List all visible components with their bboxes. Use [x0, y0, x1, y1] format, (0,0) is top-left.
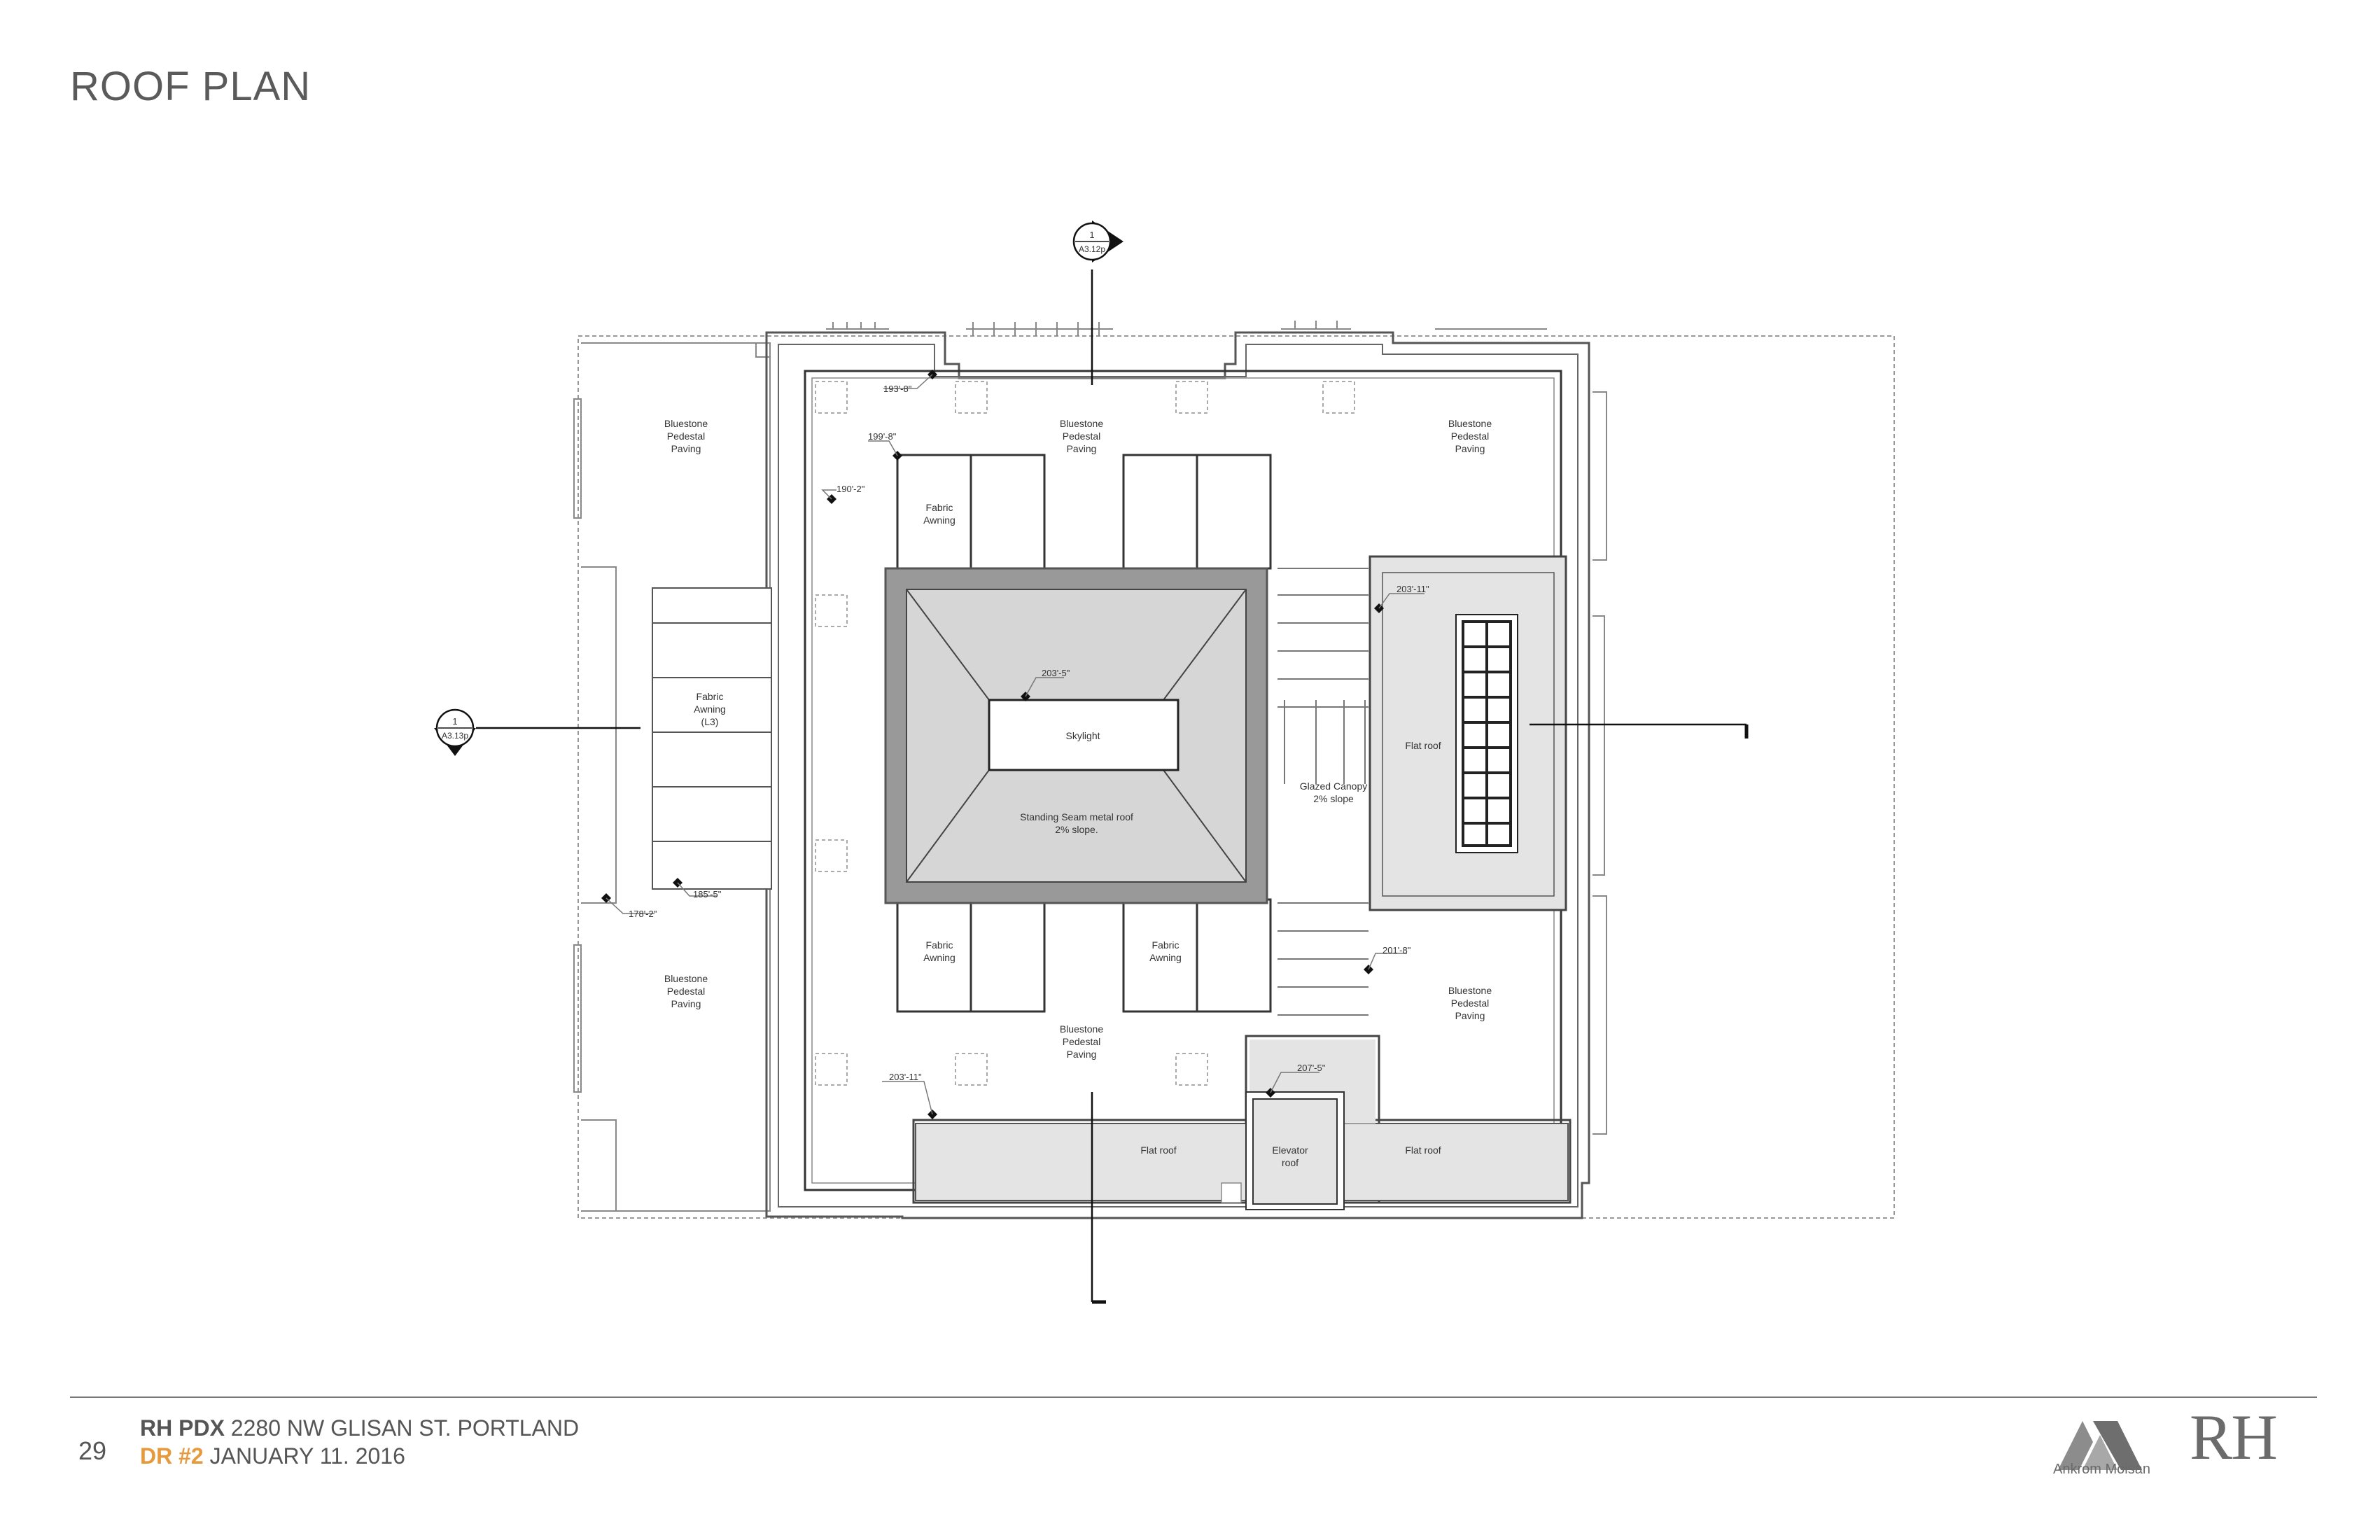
paving-label: Pedestal [1063, 430, 1100, 442]
paving-label: Bluestone [1448, 985, 1492, 996]
paving-label: Bluestone [1060, 1023, 1103, 1035]
paving-label: Bluestone [1060, 418, 1103, 429]
paving-label: Pedestal [1451, 997, 1489, 1009]
page-number: 29 [78, 1436, 107, 1465]
flat-roof-label: Flat roof [1140, 1144, 1176, 1156]
paving-label: Pedestal [1063, 1036, 1100, 1047]
rooftop-fins-top [826, 321, 1547, 336]
awning-label: Fabric [926, 939, 953, 951]
paving-label: Paving [1455, 1010, 1485, 1021]
section-mark-num: 1 [1089, 230, 1094, 240]
metal-roof [884, 567, 1268, 904]
paving-label: Bluestone [664, 973, 708, 984]
flat-roof-south [912, 1035, 1572, 1210]
area-labels: Bluestone Pedestal Paving Bluestone Pede… [664, 418, 1492, 1168]
design-review-line: DR #2 JANUARY 11. 2016 [140, 1443, 405, 1469]
elevator-label: Elevator [1272, 1144, 1308, 1156]
elevation-label: 178'-2" [629, 909, 657, 919]
project-name: RH PDX [140, 1415, 225, 1441]
paving-label: Pedestal [667, 430, 705, 442]
section-lines [476, 270, 1749, 1304]
awning-west [652, 587, 772, 890]
rh-logo: RH [2190, 1401, 2278, 1473]
elevation-label: 185'-5" [693, 889, 722, 899]
awning-label: (L3) [701, 716, 719, 727]
section-mark-sheet: A3.13p [442, 731, 468, 741]
design-review-date: JANUARY 11. 2016 [209, 1443, 405, 1469]
east-wall-fins [1592, 391, 1607, 1135]
canopy-label: 2% slope [1313, 793, 1354, 804]
paving-label: Pedestal [667, 986, 705, 997]
metal-roof-label: Standing Seam metal roof [1020, 811, 1133, 822]
paving-label: Bluestone [664, 418, 708, 429]
elevation-leaders [606, 374, 1424, 1115]
footer-divider [70, 1396, 2317, 1398]
elevation-label: 193'-8" [883, 384, 912, 394]
awnings-top [896, 454, 1272, 570]
flat-roof-label: Flat roof [1405, 1144, 1441, 1156]
flat-roof-east [1368, 555, 1567, 911]
awning-label: Fabric [926, 502, 953, 513]
elevation-label: 207'-5" [1297, 1063, 1326, 1073]
paver-grid [815, 381, 1355, 1086]
flat-roof-label: Flat roof [1405, 740, 1441, 751]
awning-label: Awning [1149, 952, 1182, 963]
awning-label: Fabric [1152, 939, 1180, 951]
ankrom-moisan-logo-icon [2058, 1421, 2142, 1470]
elevation-labels: 193'-8" 199'-8" 190'-2" 203'-5" 203'-11"… [629, 384, 1429, 1082]
paving-label: Bluestone [1448, 418, 1492, 429]
paving-label: Paving [1067, 443, 1097, 454]
elevation-label: 203'-11" [1396, 584, 1429, 594]
paving-label: Paving [1067, 1049, 1097, 1060]
awning-label: Awning [923, 514, 955, 526]
elevator-label: roof [1282, 1157, 1298, 1168]
awning-label: Awning [923, 952, 955, 963]
skylight-label: Skylight [1065, 730, 1100, 741]
awning-label: Awning [694, 704, 726, 715]
project-address: 2280 NW GLISAN ST. PORTLAND [230, 1415, 580, 1441]
canopy-label: Glazed Canopy [1300, 780, 1368, 792]
ankrom-moisan-logo-text: Ankrom Moisan [2053, 1462, 2150, 1477]
design-review-number: DR #2 [140, 1443, 204, 1469]
page-title: ROOF PLAN [70, 64, 312, 109]
section-mark-num: 1 [452, 716, 457, 727]
awning-label: Fabric [696, 691, 724, 702]
elevation-label: 203'-5" [1042, 668, 1070, 678]
paving-label: Paving [1455, 443, 1485, 454]
project-line: RH PDX 2280 NW GLISAN ST. PORTLAND [140, 1415, 579, 1441]
metal-roof-label: 2% slope. [1055, 824, 1098, 835]
paving-label: Pedestal [1451, 430, 1489, 442]
elevation-label: 201'-8" [1382, 945, 1411, 955]
paving-label: Paving [671, 998, 701, 1009]
elevation-label: 190'-2" [836, 484, 865, 494]
section-mark-left: 1 A3.13p [434, 708, 476, 756]
glazed-canopy [1278, 568, 1368, 1044]
elevation-label: 199'-8" [868, 431, 897, 442]
section-mark-sheet: A3.12p [1079, 244, 1105, 254]
section-mark-top: 1 A3.12p [1072, 220, 1124, 262]
elevation-label: 203'-11" [889, 1072, 922, 1082]
paving-label: Paving [671, 443, 701, 454]
